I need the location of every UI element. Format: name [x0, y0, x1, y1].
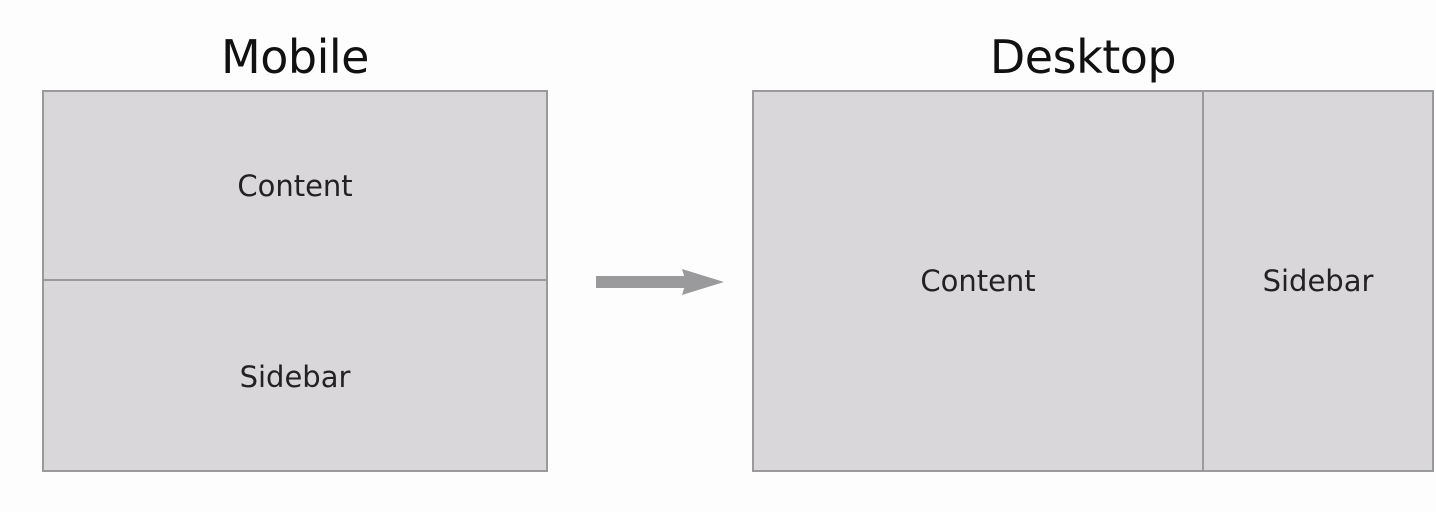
desktop-layout-box: Content Sidebar: [752, 90, 1434, 472]
desktop-content-section: Content: [754, 92, 1204, 470]
desktop-sidebar-section: Sidebar: [1204, 92, 1432, 470]
mobile-sidebar-section: Sidebar: [44, 283, 546, 470]
mobile-title: Mobile: [221, 30, 369, 84]
mobile-sidebar-label: Sidebar: [239, 359, 351, 394]
mobile-content-label: Content: [237, 168, 353, 203]
desktop-title: Desktop: [989, 30, 1177, 84]
mobile-layout-box: Content Sidebar: [42, 90, 548, 472]
mobile-content-section: Content: [44, 92, 546, 281]
desktop-sidebar-label: Sidebar: [1262, 264, 1374, 298]
desktop-content-label: Content: [920, 264, 1036, 298]
right-arrow-icon: [596, 269, 724, 295]
